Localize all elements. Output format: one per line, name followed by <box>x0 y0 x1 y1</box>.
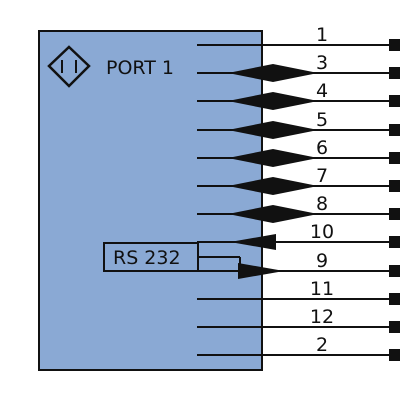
terminal-icon <box>389 95 400 107</box>
terminal-icon <box>389 236 400 248</box>
module-body <box>38 30 263 371</box>
terminal-icon <box>389 67 400 79</box>
pin-3: 3 <box>197 52 400 82</box>
pin-2: 2 <box>197 334 400 361</box>
signal-diamond-icon <box>228 205 318 223</box>
pin-number-label: 7 <box>316 165 328 187</box>
pin-1: 1 <box>197 24 400 51</box>
pin-number-label: 2 <box>316 334 328 356</box>
terminal-icon <box>389 124 400 136</box>
port-label: PORT 1 <box>106 57 174 79</box>
pin-4: 4 <box>197 80 400 110</box>
signal-diamond-icon <box>228 177 318 195</box>
terminal-icon <box>389 293 400 305</box>
pin-number-label: 11 <box>310 278 334 300</box>
pin-7: 7 <box>197 165 400 195</box>
terminal-icon <box>389 152 400 164</box>
pin-number-label: 8 <box>316 193 328 215</box>
pin-number-label: 4 <box>316 80 328 102</box>
pin-10: 10 <box>197 221 400 250</box>
pin-8: 8 <box>197 193 400 223</box>
pin-11: 11 <box>197 278 400 305</box>
signal-diamond-icon <box>228 149 318 167</box>
pin-9: 9 <box>197 250 400 279</box>
terminal-icon <box>389 208 400 220</box>
pin-number-label: 9 <box>316 250 328 272</box>
signal-diamond-icon <box>228 64 318 82</box>
pin-list: 1 3 4 5 6 7 8 10 9 11 12 2 <box>197 24 400 361</box>
terminal-icon <box>389 39 400 51</box>
terminal-icon <box>389 321 400 333</box>
pin-number-label: 3 <box>316 52 328 74</box>
output-arrow-icon <box>238 263 284 279</box>
input-arrow-icon <box>230 234 276 250</box>
interface-label: RS 232 <box>113 247 181 269</box>
terminal-icon <box>389 349 400 361</box>
terminal-icon <box>389 180 400 192</box>
pin-5: 5 <box>197 109 400 139</box>
pin-number-label: 5 <box>316 109 328 131</box>
pin-number-label: 6 <box>316 137 328 159</box>
pin-6: 6 <box>197 137 400 167</box>
signal-diamond-icon <box>228 92 318 110</box>
pin-number-label: 12 <box>310 306 334 328</box>
port-diamond-icon <box>47 45 91 88</box>
pin-number-label: 10 <box>310 221 334 243</box>
terminal-icon <box>389 265 400 277</box>
pin-number-label: 1 <box>316 24 328 46</box>
signal-diamond-icon <box>228 121 318 139</box>
pin-12: 12 <box>197 306 400 333</box>
